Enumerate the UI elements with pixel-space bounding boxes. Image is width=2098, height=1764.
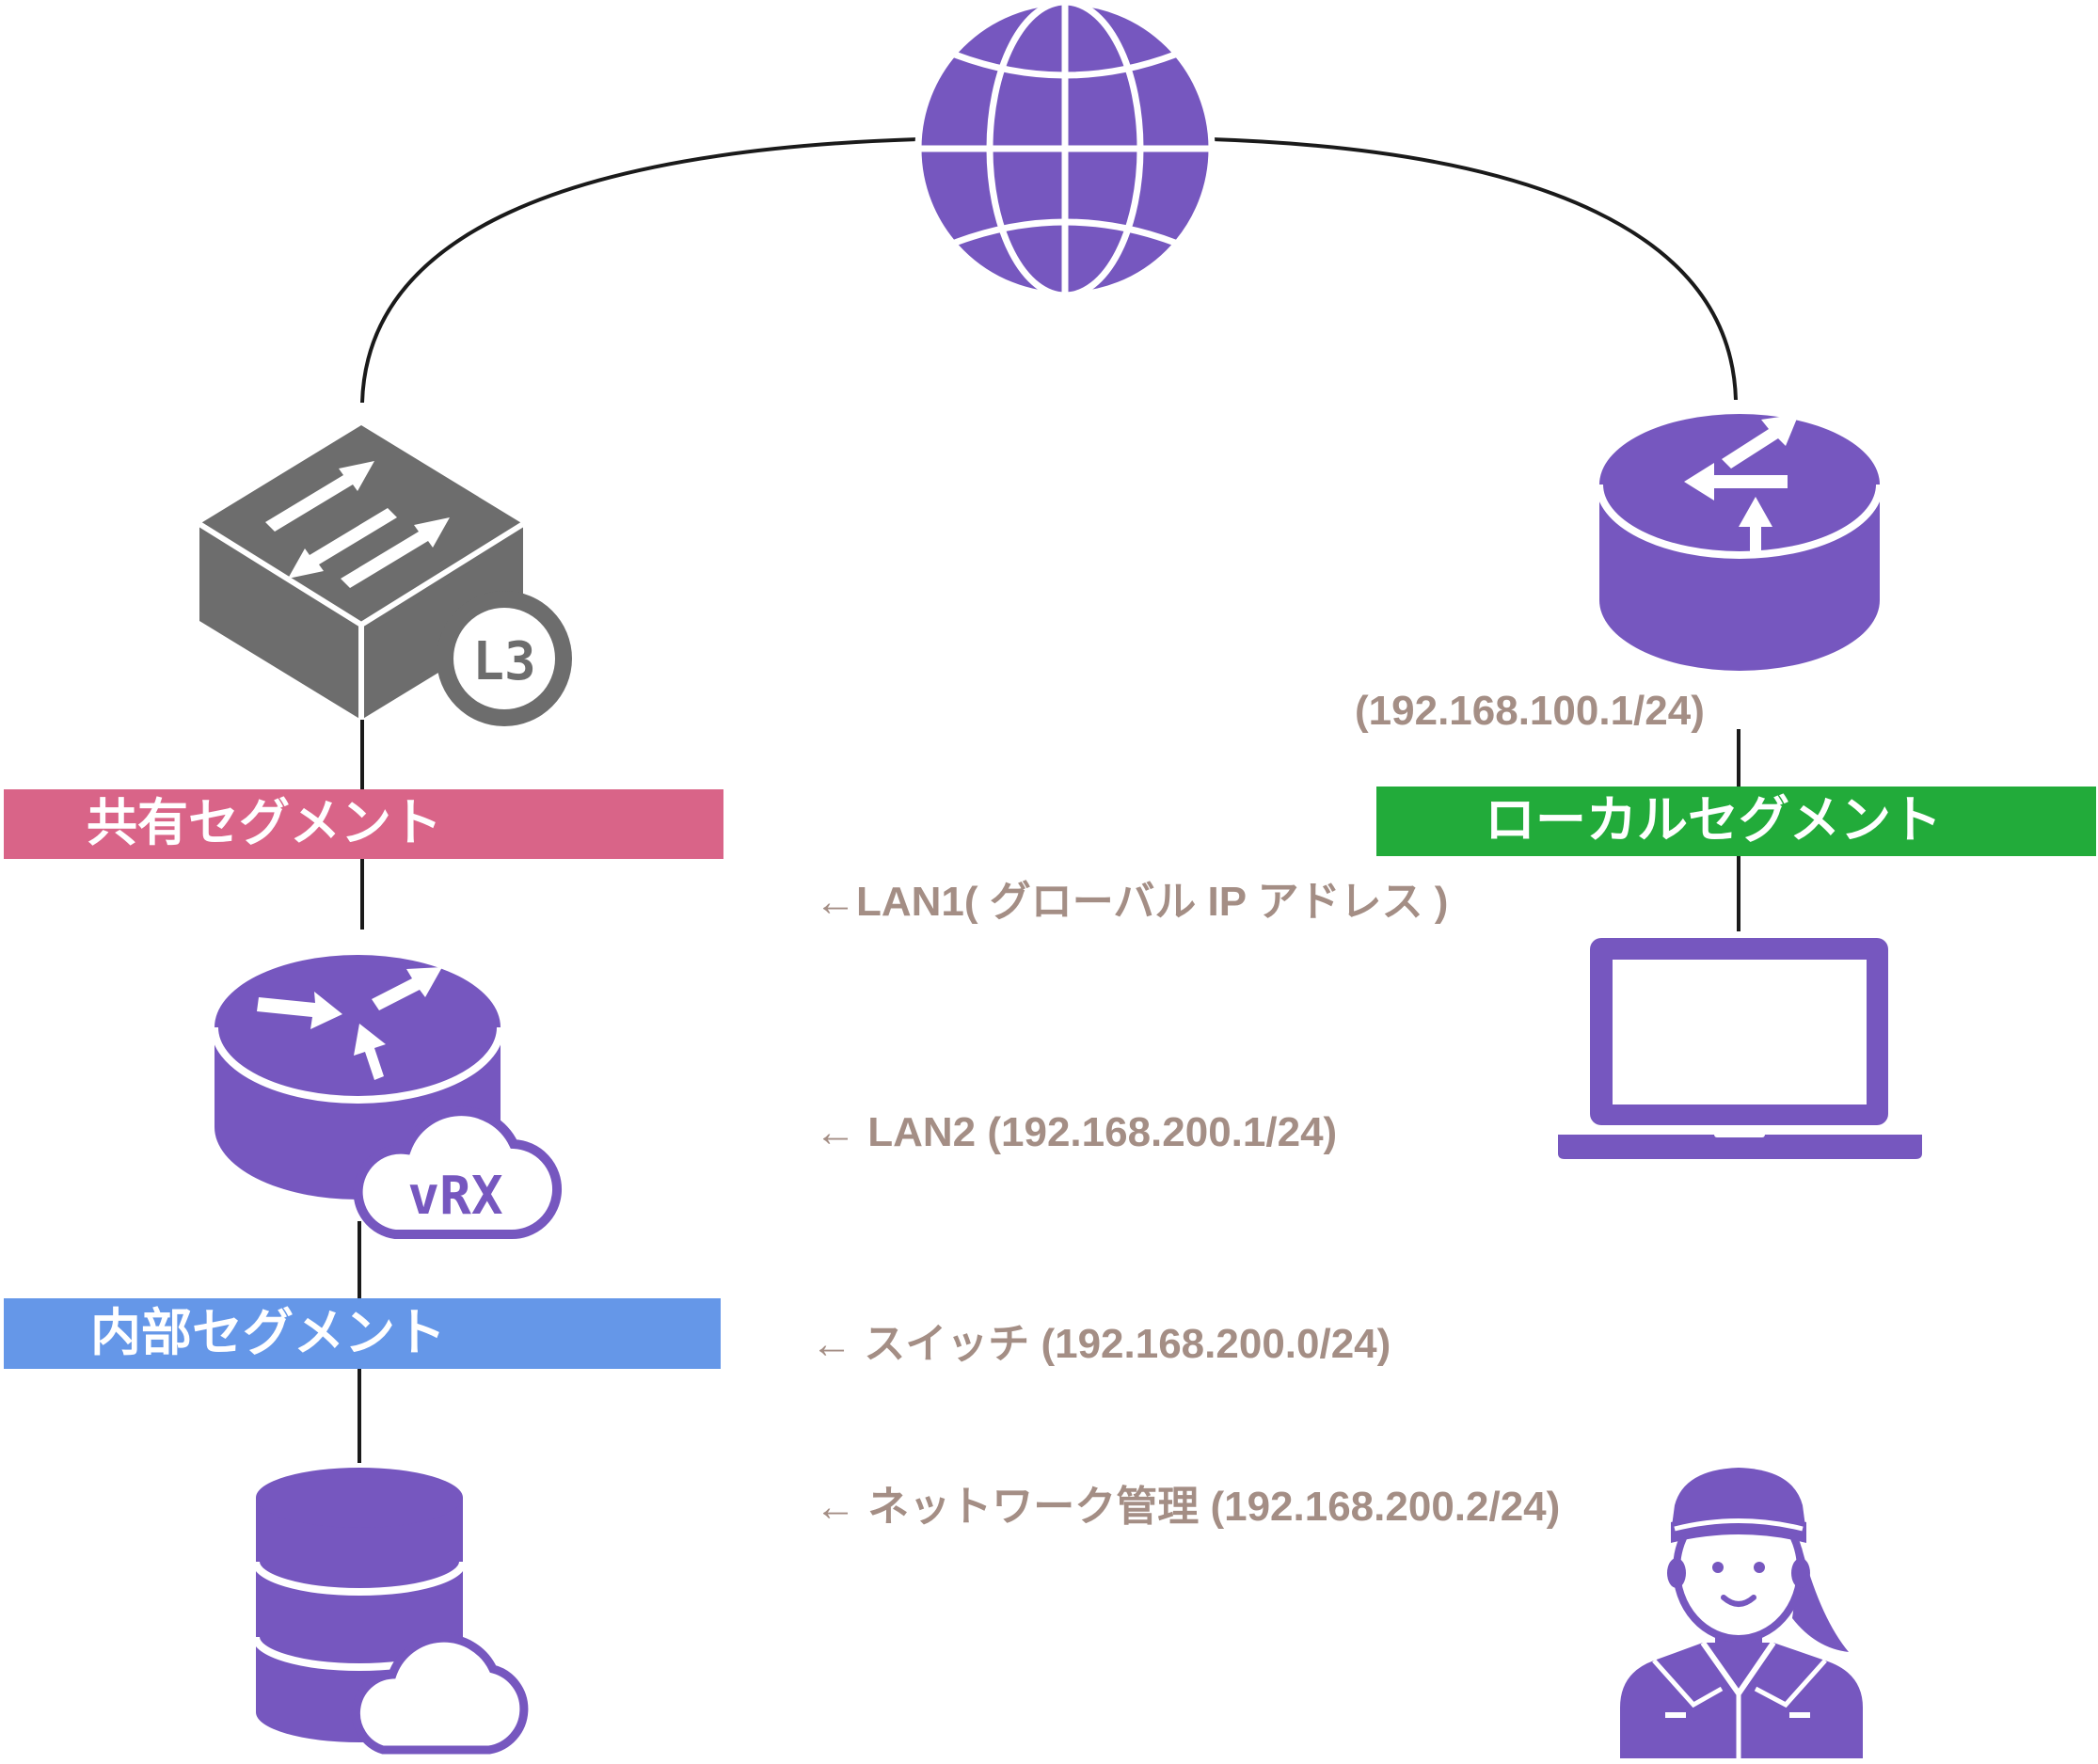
switch-annotation: ← スイッチ (192.168.200.0/24)	[811, 1321, 1391, 1367]
annotations: (192.168.100.1/24) ←LAN1( グローバル IP アドレス …	[811, 688, 1705, 1530]
router-icon	[1596, 414, 1883, 671]
shared-segment-label: 共有セグメント	[87, 793, 442, 852]
connection-lines	[358, 137, 1740, 1463]
shared-segment-bar: 共有セグメント	[4, 789, 723, 859]
operator-person-icon	[1620, 1468, 1863, 1758]
cloud-database-icon	[252, 1468, 529, 1755]
laptop-icon	[1558, 938, 1922, 1159]
lan1-annotation: ←LAN1( グローバル IP アドレス )	[815, 879, 1448, 925]
l3-badge: L3	[437, 591, 572, 726]
internal-segment-label: 内部セグメント	[90, 1303, 446, 1362]
l3-switch-icon	[198, 425, 525, 720]
link-internet-local-router	[1211, 137, 1738, 401]
vrx-badge-label: vRX	[407, 1166, 502, 1227]
globe-icon	[914, 0, 1216, 299]
lan2-annotation: ← LAN2 (192.168.200.1/24)	[815, 1109, 1337, 1155]
network-mgmt-annotation: ← ネットワーク管理 (192.168.200.2/24)	[815, 1484, 1560, 1530]
l3-badge-label: L3	[472, 631, 535, 692]
local-segment-label: ローカルセグメント	[1485, 790, 1942, 850]
local-router-ip-annotation: (192.168.100.1/24)	[1355, 688, 1705, 734]
local-segment-bar: ローカルセグメント	[1376, 787, 2096, 856]
vrx-cloud-badge: vRX	[353, 1106, 563, 1240]
internal-segment-bar: 内部セグメント	[4, 1298, 721, 1369]
link-internet-l3-switch	[360, 137, 919, 404]
